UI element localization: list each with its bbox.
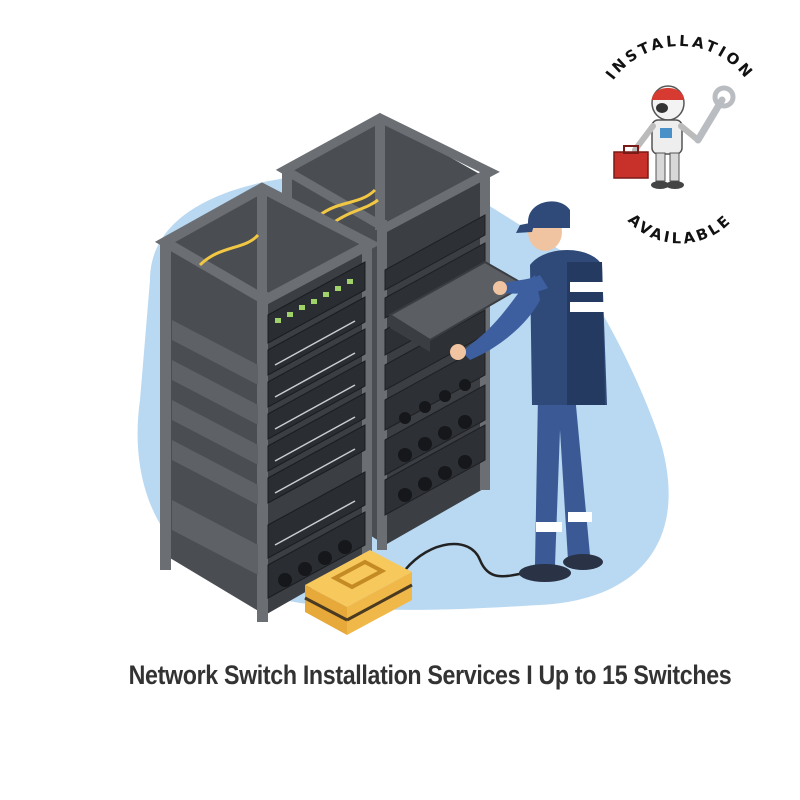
robot-technician-icon xyxy=(613,85,736,189)
badge-top-text: INSTALLATION xyxy=(602,32,758,83)
toolbox-icon xyxy=(304,550,413,635)
product-caption: Network Switch Installation Services I U… xyxy=(128,660,732,690)
floor-cable xyxy=(404,542,541,578)
badge-bottom-text: AVAILABLE xyxy=(625,210,736,247)
installation-badge: INSTALLATION AVAILABLE xyxy=(602,32,758,248)
server-rack-left xyxy=(154,182,381,622)
technician-figure xyxy=(450,201,607,582)
